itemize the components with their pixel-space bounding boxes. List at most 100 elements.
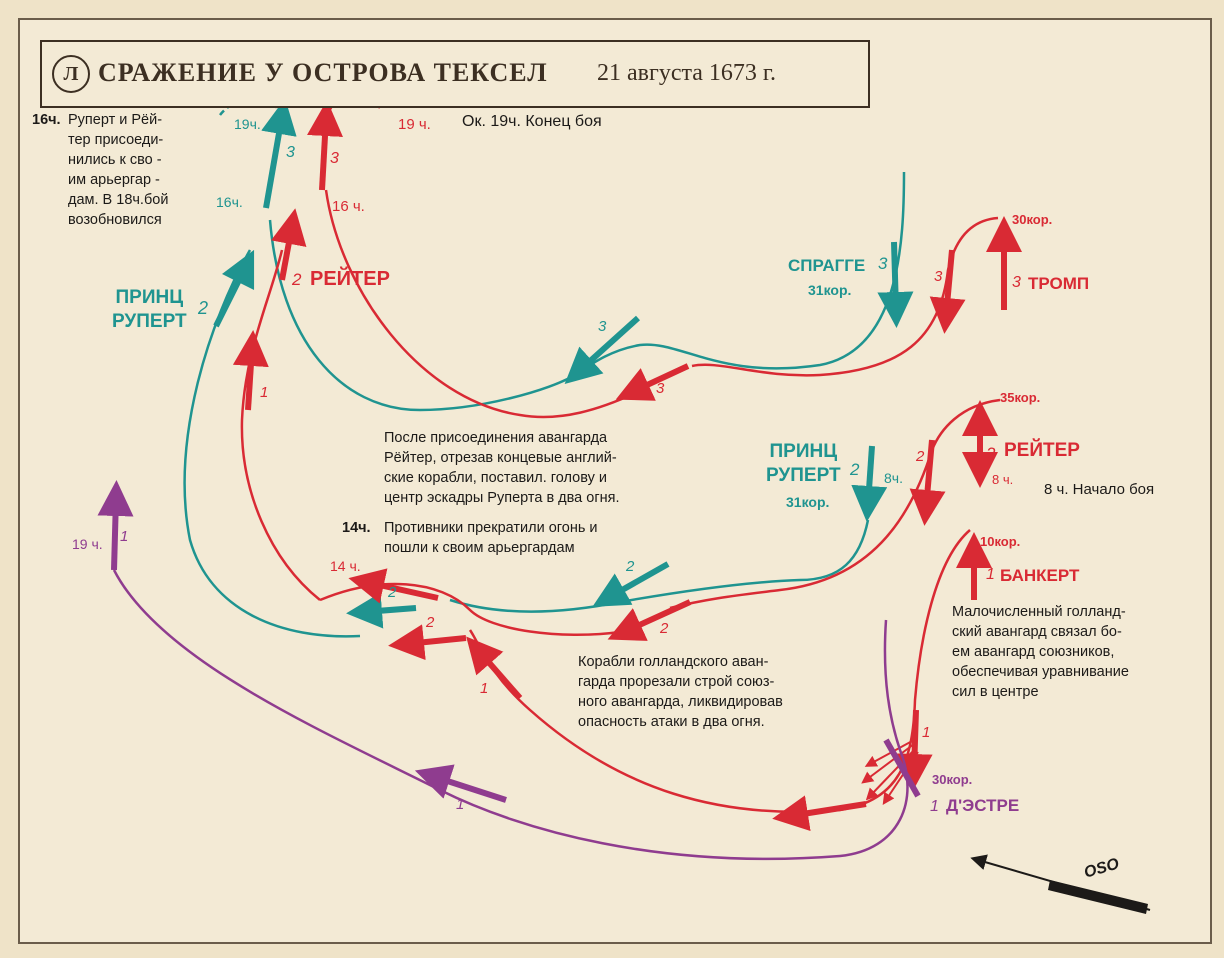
note-line: После присоединения авангарда — [384, 430, 608, 446]
red-arrow-2-14 — [388, 624, 467, 661]
purple-arrow-bottom — [414, 764, 507, 803]
map-frame: Л СРАЖЕНИЕ У ОСТРОВА ТЕКСЕЛ 21 августа 1… — [18, 18, 1212, 944]
estre-label: Д'ЭСТРЕ — [946, 796, 1020, 815]
estre-track — [112, 569, 909, 861]
reuter-right-time: 8 ч. — [992, 472, 1014, 487]
rupert-top-line: РУПЕРТ — [112, 311, 187, 332]
note-line: ский авангард связал бо- — [952, 624, 1122, 640]
estre-ships: 30кор. — [932, 772, 973, 787]
rupert-track-mid — [449, 519, 870, 613]
reuter-right-label: РЕЙТЕР — [1004, 440, 1080, 461]
spragge-label: СПРАГГЕ — [788, 256, 866, 275]
battle-map — [97, 94, 1151, 914]
note-line: опасность атаки в два огня. — [578, 714, 765, 730]
tromp-track — [691, 216, 999, 377]
note-line: Руперт и Рёй- — [68, 112, 163, 128]
spragge-track-continued — [268, 219, 576, 412]
red-arrow-1-left — [232, 330, 269, 411]
note-14h: После присоединения авангарда Рёйтер, от… — [384, 428, 744, 508]
bankert-num: 1 — [986, 566, 995, 583]
num-teal-2-low: 2 — [626, 558, 635, 575]
rupert-top-label: ПРИНЦ РУПЕРТ — [112, 286, 187, 334]
teal-arrow-2-low — [592, 561, 670, 607]
num-teal-3-mid: 3 — [598, 318, 607, 335]
red-arrow-3-mid — [615, 363, 690, 401]
reuter-right-ships: 35кор. — [1000, 390, 1041, 405]
fan-arrow-4 — [882, 751, 919, 805]
time-16h-red: 16 ч. — [332, 198, 365, 215]
fan-arrow-3 — [865, 747, 917, 801]
reuter-right-num: 2 — [986, 444, 996, 463]
note-line: Рёйтер, отрезав концевые англий- — [384, 450, 617, 466]
num-teal-2-14: 2 — [388, 584, 397, 601]
red-arrow-2-low — [607, 599, 692, 641]
bankert-label: БАНКЕРТ — [1000, 566, 1080, 585]
map-title-box: Л СРАЖЕНИЕ У ОСТРОВА ТЕКСЕЛ 21 августа 1… — [40, 40, 870, 108]
tromp-num: 3 — [1012, 274, 1021, 291]
note-14h-time: 14ч. — [342, 520, 371, 536]
estre-fleet-line — [883, 738, 921, 798]
num-red-3-top: 3 — [330, 150, 339, 167]
note-14h-cont: Противники прекратили огонь и пошли к св… — [384, 518, 744, 558]
reuter-track — [669, 398, 1001, 610]
note-line: центр эскадры Руперта в два огня. — [384, 490, 620, 506]
french-arrows — [97, 480, 921, 803]
purple-arrow-left — [97, 480, 134, 571]
red-arrow-14-top — [348, 568, 439, 604]
rupert-track-left — [183, 249, 361, 638]
note-line: ного авангарда, ликвидировав — [578, 694, 783, 710]
time-14h: 14 ч. — [330, 558, 361, 574]
time-19h-red: 19 ч. — [398, 116, 431, 133]
map-emblem: Л — [52, 55, 90, 93]
note-line: гарда прорезали строй союз- — [578, 674, 775, 690]
tromp-arrow-down — [929, 249, 966, 334]
num-red-2-right: 2 — [916, 448, 925, 465]
note-start-battle: 8 ч. Начало боя — [1044, 481, 1155, 498]
map-date: 21 августа 1673 г. — [597, 60, 777, 86]
teal-arrow-2-14 — [346, 592, 417, 629]
note-end-battle: Ок. 19ч. Конец боя — [462, 113, 602, 130]
rupert-mid-time: 8ч. — [884, 470, 903, 486]
num-red-1-left: 1 — [260, 384, 269, 401]
num-red-3-right: 3 — [934, 268, 943, 285]
compass-arrow — [970, 854, 1151, 914]
red-arrow-1-right — [896, 709, 933, 790]
compass-feather — [1048, 880, 1148, 914]
note-line: нились к сво - — [68, 152, 162, 168]
reuter-top-label: РЕЙТЕР — [310, 268, 390, 290]
tromp-track-continued — [324, 189, 643, 419]
note-line: тер присоеди- — [68, 132, 164, 148]
num-red-2-14: 2 — [426, 614, 435, 631]
num-red-3-mid: 3 — [656, 380, 665, 397]
teal-arrow-3-top — [261, 98, 297, 209]
rupert-top-num: 2 — [198, 298, 209, 318]
time-19h-teal: 19ч. — [234, 116, 261, 132]
reuter-arrow-2-top — [271, 208, 307, 281]
note-line: ские корабли, поставил. голову и — [384, 470, 607, 486]
rupert-arrow-2 — [213, 249, 255, 328]
tromp-label: ТРОМП — [1028, 274, 1090, 293]
note-line: сил в центре — [952, 684, 1039, 700]
tromp-ships: 30кор. — [1012, 212, 1053, 227]
time-16h-teal: 16ч. — [216, 194, 243, 210]
reuter-track-left — [240, 249, 321, 601]
spragge-arrow-mid — [564, 315, 641, 385]
rupert-mid-line: РУПЕРТ — [766, 465, 841, 486]
num-red-1-mid: 1 — [480, 680, 489, 697]
reuter-arrow-down — [909, 439, 946, 526]
french-tracks — [112, 569, 909, 861]
num-red-1-right: 1 — [922, 724, 931, 741]
note-line: возобновился — [68, 212, 162, 228]
note-line: Противники прекратили огонь и — [384, 520, 598, 536]
rupert-mid-ships: 31кор. — [786, 494, 830, 510]
note-line: ем авангард союзников, — [952, 644, 1115, 660]
rupert-mid-num: 2 — [850, 460, 860, 479]
spragge-arrow — [877, 241, 914, 328]
note-line: Корабли голландского аван- — [578, 654, 769, 670]
note-16h: Руперт и Рёй- тер присоеди- нились к сво… — [68, 110, 228, 230]
rupert-mid-label: ПРИНЦ РУПЕРТ — [766, 440, 841, 488]
num-teal-3-top: 3 — [286, 144, 295, 161]
num-purple-1-bottom: 1 — [456, 796, 465, 813]
note-16h-time: 16ч. — [32, 112, 61, 128]
red-arrow-1-mid — [466, 636, 523, 700]
